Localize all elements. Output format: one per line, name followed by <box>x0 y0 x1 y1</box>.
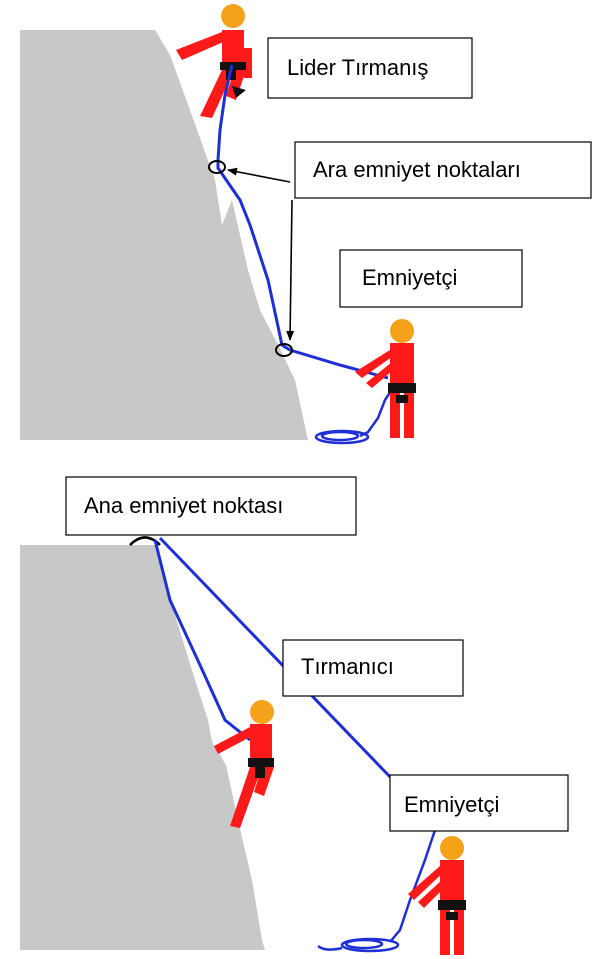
arrow-to-anchor-2 <box>286 199 295 341</box>
svg-text:Emniyetçi: Emniyetçi <box>362 265 457 290</box>
belayer-figure-top <box>355 319 416 438</box>
leader-climber-figure <box>176 4 252 118</box>
climber-figure-icon <box>221 4 245 28</box>
label-climber: Tırmanıcı <box>282 639 464 697</box>
svg-text:Tırmanıcı: Tırmanıcı <box>301 654 394 679</box>
top-diagram: Lider Tırmanış Ara emniyet noktaları Emn… <box>20 4 592 445</box>
svg-text:Ara emniyet noktaları: Ara emniyet noktaları <box>313 157 521 182</box>
rope-to-coil-bottom <box>389 814 442 943</box>
bottom-diagram: Ana emniyet noktası Tırmanıcı Emniyetçi <box>20 476 569 955</box>
belayer-figure-icon <box>390 319 414 343</box>
svg-text:Emniyetçi: Emniyetçi <box>404 792 499 817</box>
label-belayer-bottom: Emniyetçi <box>389 774 569 832</box>
arrow-to-anchor-1 <box>227 167 291 183</box>
rock-wall-bottom <box>20 545 265 950</box>
anchor-ring-icon <box>275 343 293 357</box>
belayer-figure-icon <box>440 836 464 860</box>
anchor-ring-icon <box>129 536 161 546</box>
climber-figure <box>214 700 274 828</box>
svg-text:Lider Tırmanış: Lider Tırmanış <box>287 55 428 80</box>
label-belayer-top: Emniyetçi <box>339 249 523 308</box>
rope-to-climber <box>153 539 251 742</box>
rope-top <box>216 64 389 380</box>
label-leader-climber: Lider Tırmanış <box>267 37 473 99</box>
label-main-anchor: Ana emniyet noktası <box>65 476 357 536</box>
belayer-figure-bottom <box>408 836 466 955</box>
label-intermediate-anchors: Ara emniyet noktaları <box>294 141 592 199</box>
rope-coil-icon <box>317 937 400 953</box>
anchor-ring-icon <box>208 160 226 174</box>
climber-figure-icon <box>250 700 274 724</box>
rope-coil-icon <box>314 429 370 445</box>
rock-wall-top <box>20 30 308 440</box>
svg-text:Ana emniyet noktası: Ana emniyet noktası <box>84 493 283 518</box>
